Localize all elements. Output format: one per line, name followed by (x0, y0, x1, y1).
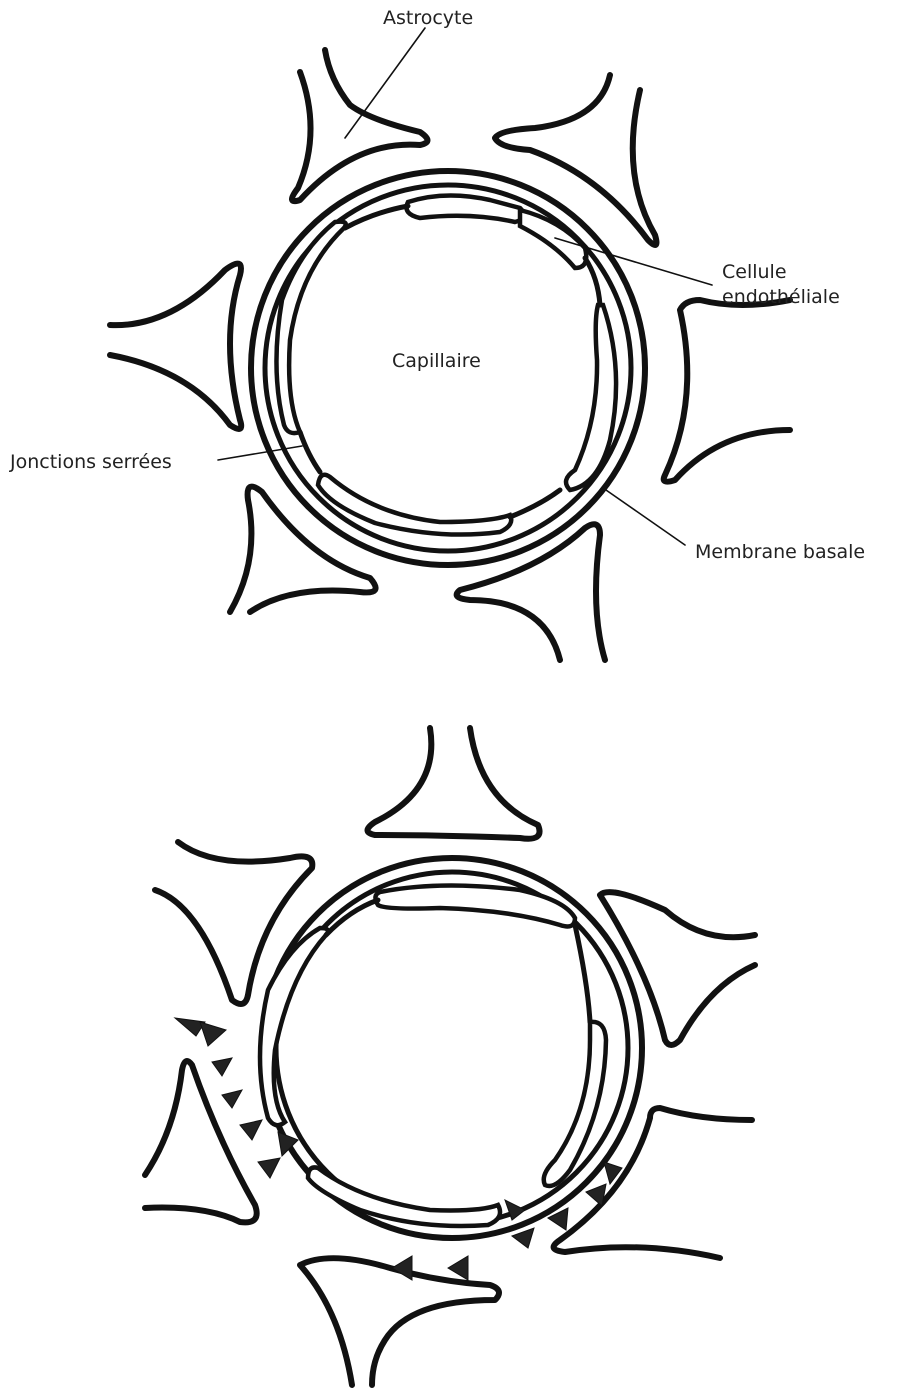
astrocyte-label: Astrocyte (383, 7, 473, 29)
membrane-label: Membrane basale (695, 541, 865, 563)
top-figure: Astrocyte Cellule endothéliale Capillair… (9, 7, 865, 660)
bottom-astrocyte-feet (145, 728, 755, 1385)
membrane-leader-line (606, 490, 685, 545)
capillaire-label: Capillaire (392, 350, 481, 372)
bottom-figure (145, 728, 755, 1385)
cellule-label-line2: endothéliale (722, 286, 840, 308)
cellule-label-line1: Cellule (722, 261, 787, 283)
jonctions-label: Jonctions serrées (9, 451, 172, 473)
bottom-endothelial-cells (260, 885, 606, 1226)
